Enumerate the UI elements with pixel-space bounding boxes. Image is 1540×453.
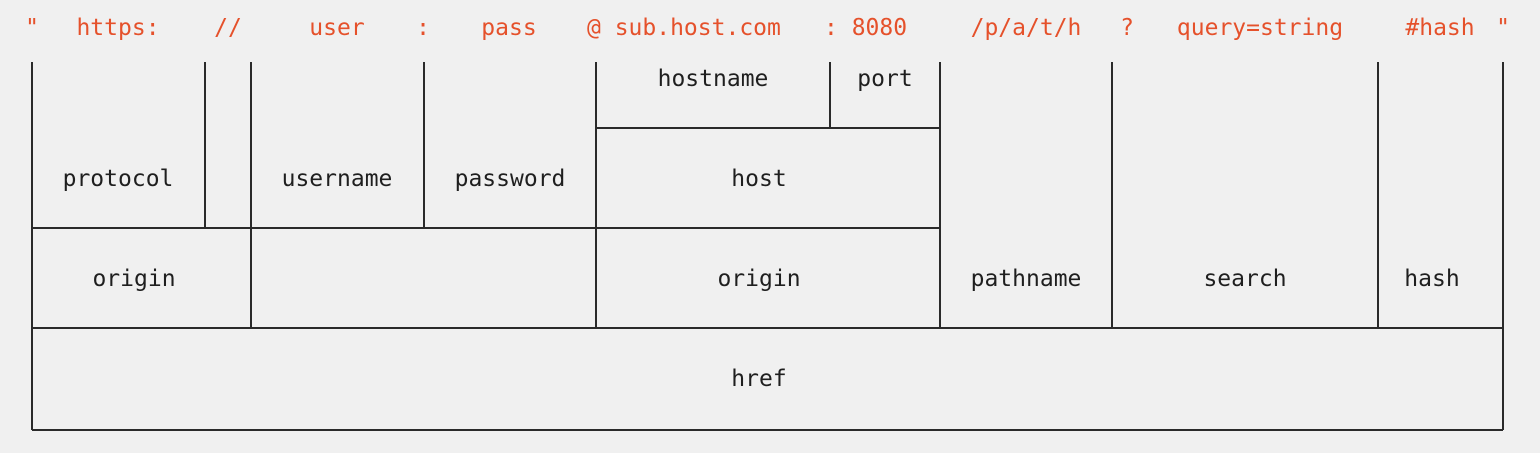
label-hostname: hostname [658,66,769,92]
label-protocol: protocol [63,166,174,192]
url-close-quote: " [1496,15,1510,41]
url-string: " https: // user : pass @ sub.host.com :… [25,15,1510,41]
label-port: port [857,66,912,92]
url-hash: #hash [1405,15,1474,41]
bracket-lines [31,62,1504,431]
label-origin-right: origin [717,266,800,292]
label-origin-left: origin [92,266,175,292]
label-username: username [282,166,393,192]
url-slashes: // [214,15,242,41]
label-search: search [1203,266,1286,292]
segment-labels: hostname port protocol username password… [63,66,1460,392]
label-href: href [731,366,786,392]
url-open-quote: " [25,15,39,41]
label-password: password [455,166,566,192]
url-pass: pass [481,15,536,41]
label-pathname: pathname [971,266,1082,292]
label-host: host [731,166,786,192]
url-question-mark: ? [1120,15,1134,41]
url-at-host: @ sub.host.com [587,15,781,41]
url-colon: : [416,15,430,41]
url-user: user [309,15,364,41]
label-hash: hash [1404,266,1459,292]
url-port: : 8080 [824,15,907,41]
url-path: /p/a/t/h [971,15,1082,41]
url-query: query=string [1177,15,1343,41]
url-protocol: https: [76,15,159,41]
